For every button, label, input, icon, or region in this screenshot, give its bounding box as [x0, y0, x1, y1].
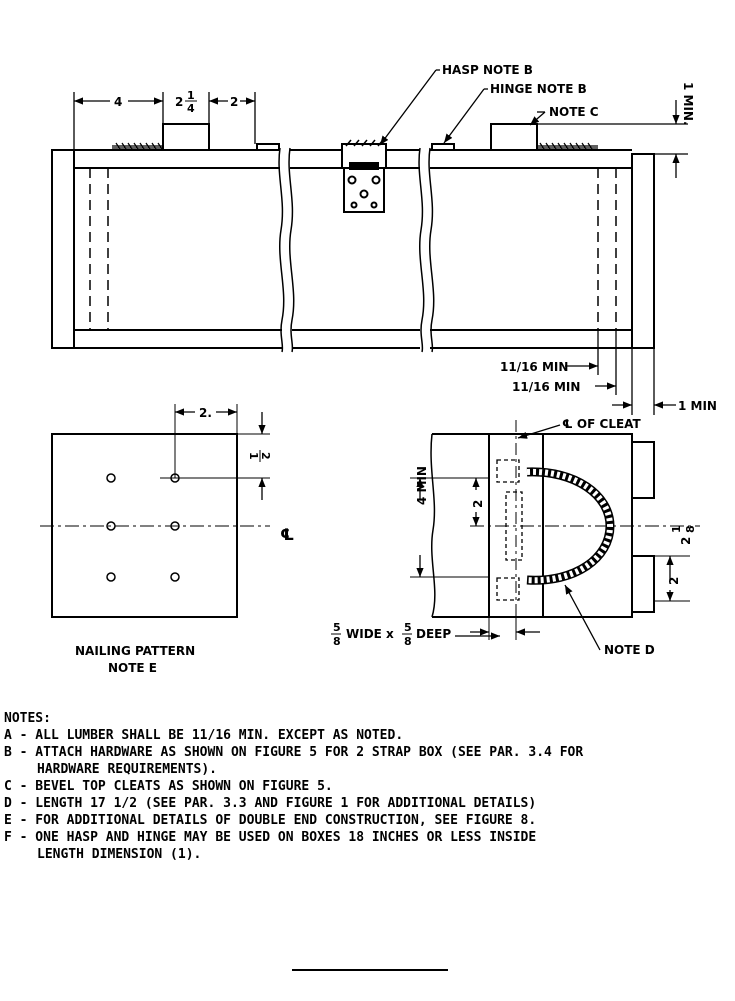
dim-2-eighth-den: 8 — [684, 525, 697, 533]
cleat-deep-text: DEEP — [416, 627, 451, 641]
cleat-wide-text: WIDE x — [346, 627, 394, 641]
dim-1min-right-label: 1 MIN — [678, 399, 717, 413]
technical-drawing: 4 2 1 4 2 HASP NOTE B HINGE NOTE B NOTE … — [40, 63, 717, 675]
dim-2-quarter-whole: 2 — [175, 95, 183, 109]
cleat-wide-num: 5 — [333, 621, 341, 634]
cleat-centerline-label: ℄ OF CLEAT — [562, 417, 642, 431]
dim-11-16-min-1: 11/16 MIN — [500, 360, 568, 374]
nailing-pattern — [40, 404, 270, 618]
cleat-deep-den: 8 — [404, 635, 412, 648]
cleat-wide-den: 8 — [333, 635, 341, 648]
notes-heading: NOTES: — [4, 711, 51, 726]
hasp-label: HASP NOTE B — [442, 63, 533, 77]
dim-2-quarter-num: 1 — [187, 89, 195, 102]
rope-hatch — [112, 142, 598, 150]
dim-4-min-label: 4 MIN — [415, 466, 429, 505]
notes-section: NOTES: A - ALL LUMBER SHALL BE 11/16 MIN… — [4, 710, 729, 863]
note-d-label: NOTE D — [604, 643, 655, 657]
note-c-label: NOTE C — [549, 105, 599, 119]
dim-11-16-min-2: 11/16 MIN — [512, 380, 580, 394]
dim-2-label: 2 — [230, 95, 238, 109]
cleat-deep-num: 5 — [404, 621, 412, 634]
note-d: D - LENGTH 17 1/2 (SEE PAR. 3.3 AND FIGU… — [4, 796, 537, 811]
nail-dim-half-den: 2 — [259, 452, 272, 460]
leader-lines-top — [379, 69, 546, 146]
dim-1-min-label: 1 MIN. — [681, 82, 695, 126]
hidden-lines — [89, 168, 617, 330]
nailing-pattern-title: NAILING PATTERN — [75, 644, 195, 658]
nail-dim-half-num: 1 — [247, 452, 260, 460]
dim-2-quarter-den: 4 — [187, 102, 195, 115]
note-a: A - ALL LUMBER SHALL BE 11/16 MIN. EXCEP… — [4, 728, 404, 743]
hinge-label: HINGE NOTE B — [490, 82, 587, 96]
hasp-icon — [341, 139, 387, 213]
note-b-cont: HARDWARE REQUIREMENTS). — [37, 762, 218, 777]
dim-1min-vertical — [537, 100, 688, 178]
dim-4-label: 4 — [114, 95, 122, 109]
note-e: E - FOR ADDITIONAL DETAILS OF DOUBLE END… — [4, 813, 537, 828]
dim-2-vertical-label: 2 — [471, 500, 485, 508]
bottom-right-dimensions — [565, 330, 676, 415]
top-cleats — [162, 123, 538, 151]
nail-dim-2-label: 2. — [199, 406, 212, 420]
note-c: C - BEVEL TOP CLEATS AS SHOWN ON FIGURE … — [4, 779, 333, 794]
note-f-cont: LENGTH DIMENSION (1). — [37, 847, 202, 862]
nailing-pattern-note: NOTE E — [108, 661, 157, 675]
dim-2-bottom-label: 2 — [667, 577, 681, 585]
footer-rule — [292, 969, 448, 971]
top-dimensions — [73, 92, 256, 150]
cleat-detail — [410, 420, 700, 651]
centerline-symbol: ℄ — [280, 525, 294, 544]
dim-2-eighth-whole: 2 — [679, 537, 693, 545]
note-b: B - ATTACH HARDWARE AS SHOWN ON FIGURE 5… — [4, 745, 584, 760]
dim-2-eighth-num: 1 — [670, 525, 683, 533]
note-f: F - ONE HASP AND HINGE MAY BE USED ON BO… — [4, 830, 537, 845]
